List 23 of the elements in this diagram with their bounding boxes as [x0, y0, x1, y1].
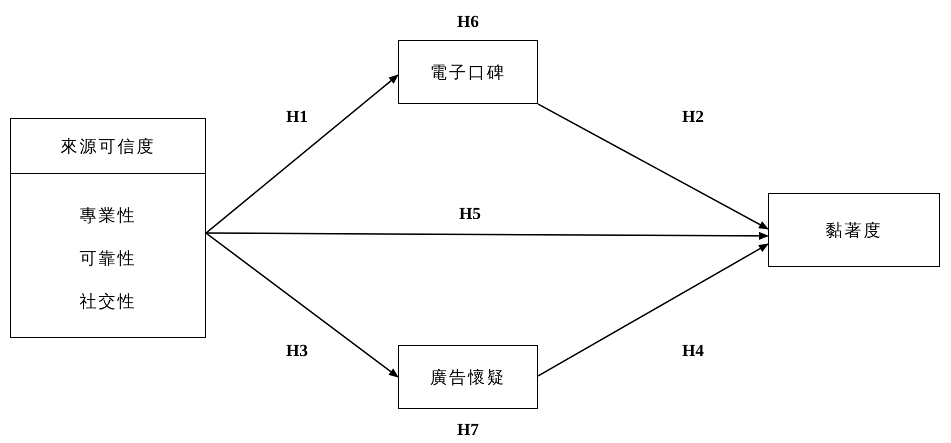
- hypothesis-label: H7: [457, 420, 479, 440]
- edge-label: H3: [286, 341, 308, 361]
- arrow: [538, 243, 769, 377]
- construct-label: 黏著度: [826, 220, 882, 242]
- construct-label: 電子口碑: [430, 62, 506, 84]
- edge-label: H4: [682, 341, 704, 361]
- arrow: [206, 232, 399, 378]
- hypothesis-label: H6: [457, 12, 479, 32]
- construct-table: [10, 118, 206, 338]
- edge-label: H1: [286, 107, 308, 127]
- construct-box: [398, 40, 538, 104]
- dimension-label: 社交性: [80, 291, 136, 313]
- dimension-label: 專業性: [80, 205, 136, 227]
- construct-box: [398, 345, 538, 409]
- edge-label: H2: [682, 107, 704, 127]
- arrow: [206, 74, 399, 234]
- edge-label: H5: [459, 204, 481, 224]
- construct-label: 廣告懷疑: [430, 366, 506, 388]
- arrow: [206, 232, 769, 240]
- construct-heading: 來源可信度: [60, 136, 156, 158]
- construct-box: [768, 193, 940, 267]
- arrow: [538, 103, 769, 230]
- dimension-label: 可靠性: [80, 248, 136, 270]
